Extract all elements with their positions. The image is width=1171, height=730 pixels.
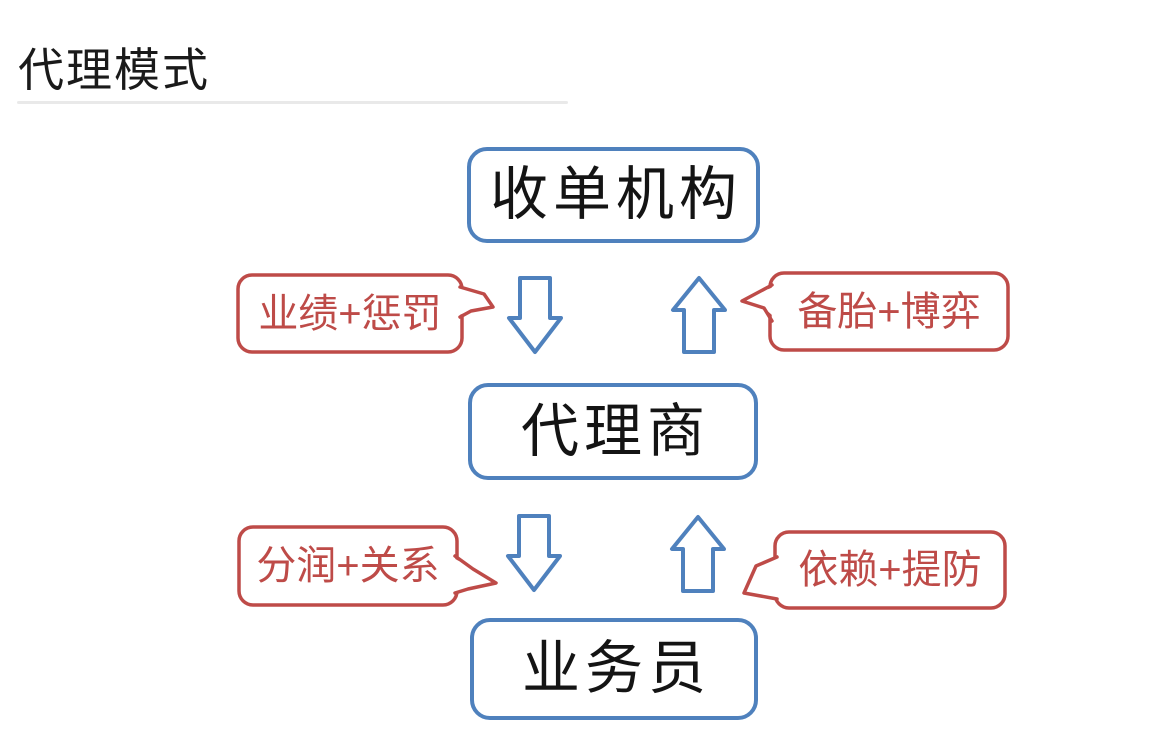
node-salesman: 业务员: [470, 618, 758, 720]
page-title: 代理模式: [18, 44, 210, 96]
down-arrow-icon: [507, 276, 563, 354]
speech-bubble-tail-outline: [740, 283, 774, 323]
node-acquirer: 收单机构: [467, 147, 760, 243]
title-underline: [17, 101, 568, 104]
speech-bubble-tail-outline: [458, 285, 495, 319]
up-arrow-icon: [670, 515, 726, 593]
down-arrow-icon: [506, 514, 562, 592]
speech-bubble-tail-outline: [453, 554, 498, 595]
node-salesman-label: 业务员: [521, 636, 711, 701]
callout-label-profit-relationship: 分润+关系: [256, 544, 440, 588]
callout-label-backup-game: 备胎+博弈: [797, 289, 981, 334]
callout-label-dependence-guard: 依赖+提防: [798, 548, 982, 592]
speech-bubble-tail-outline: [742, 555, 779, 601]
node-acquirer-label: 收单机构: [489, 162, 742, 227]
node-agent-label: 代理商: [520, 398, 710, 464]
up-arrow-icon: [671, 276, 727, 354]
node-agent: 代理商: [468, 383, 758, 480]
callout-label-performance-punishment: 业绩+惩罚: [258, 291, 442, 336]
